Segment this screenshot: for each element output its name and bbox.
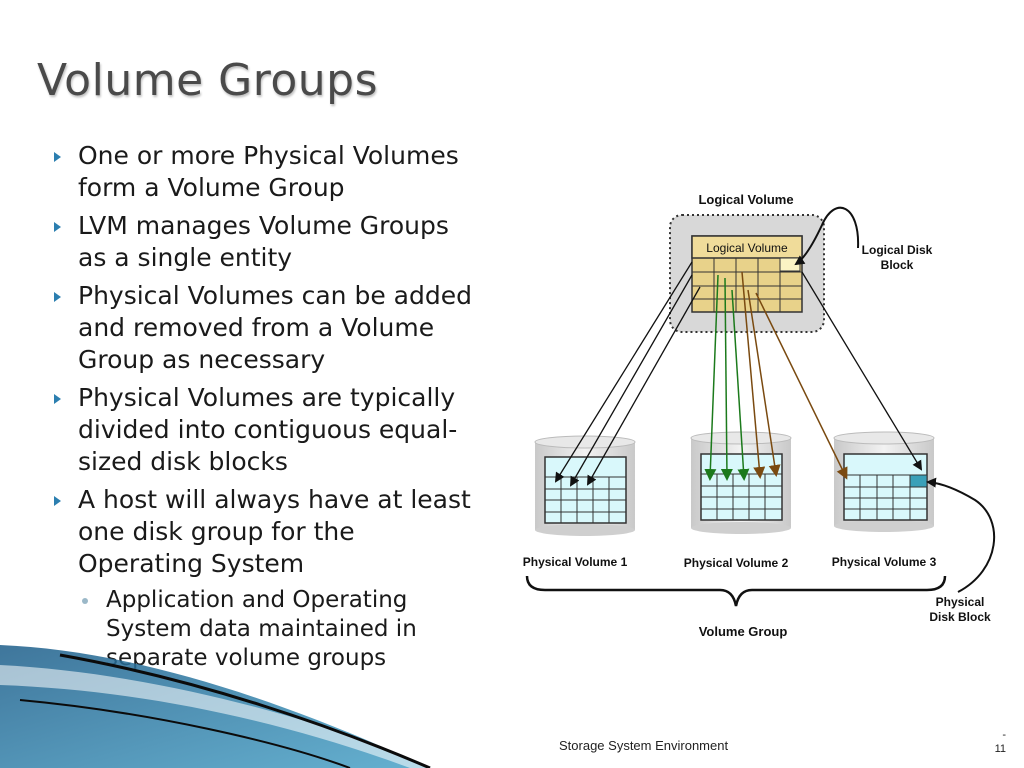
- bullet-text: Physical Volumes are typically divided i…: [78, 383, 458, 476]
- arrow-bullet-icon: [54, 222, 61, 232]
- bullet-item: One or more Physical Volumes form a Volu…: [52, 140, 477, 204]
- physical-volume-label-3: Physical Volume 3: [832, 555, 937, 569]
- arrow-bullet-icon: [54, 292, 61, 302]
- logical-disk-block-label-line1: Logical Disk: [862, 243, 933, 257]
- physical-volume-disk-3: [833, 431, 935, 532]
- bullet-text: LVM manages Volume Groups as a single en…: [78, 211, 449, 272]
- mapping-arrows-black: [554, 261, 923, 487]
- mapping-arrows-brown: [741, 271, 848, 480]
- bullet-text: Physical Volumes can be added and remove…: [78, 281, 472, 374]
- page-number-dash: -: [1002, 729, 1006, 741]
- bullet-item: Physical Volumes can be added and remove…: [52, 280, 477, 376]
- page-number-value: 11: [994, 743, 1006, 755]
- physical-block-pointer: [926, 477, 996, 593]
- bullet-item: Physical Volumes are typically divided i…: [52, 382, 477, 478]
- physical-volume-label-2: Physical Volume 2: [684, 556, 789, 570]
- arrow-bullet-icon: [54, 152, 61, 162]
- page-number: - 11: [986, 728, 1006, 756]
- physical-volume-label-1: Physical Volume 1: [523, 555, 628, 569]
- bullet-text: A host will always have at least one dis…: [78, 485, 471, 578]
- logical-volume-title: Logical Volume: [698, 192, 793, 207]
- sub-bullet-dot-icon: [82, 598, 88, 604]
- bullet-text: One or more Physical Volumes form a Volu…: [78, 141, 459, 202]
- volume-group-brace: [525, 575, 947, 607]
- logical-disk-block-label-line2: Block: [881, 258, 914, 272]
- arrow-bullet-icon: [54, 394, 61, 404]
- mapping-arrows-green: [704, 274, 750, 481]
- volume-group-label: Volume Group: [699, 624, 788, 639]
- bullet-item: A host will always have at least one dis…: [52, 484, 477, 580]
- page-title: Volume Groups: [37, 55, 379, 106]
- bullet-list: One or more Physical Volumes form a Volu…: [52, 140, 477, 679]
- logical-block-pointer: [794, 206, 860, 266]
- bullet-item: LVM manages Volume Groups as a single en…: [52, 210, 477, 274]
- physical-volume-disk-2: [690, 431, 792, 534]
- physical-volume-disk-1: [534, 435, 636, 536]
- physical-disk-block-label-line1: Physical: [936, 595, 985, 609]
- physical-disk-block-cell: [909, 474, 928, 488]
- footer-title: Storage System Environment: [559, 738, 729, 753]
- logical-volume-inner-label: Logical Volume: [706, 241, 788, 255]
- physical-disk-block-label-line2: Disk Block: [929, 610, 991, 624]
- logical-volume-block: Logical Volume: [691, 235, 803, 313]
- arrow-bullet-icon: [54, 496, 61, 506]
